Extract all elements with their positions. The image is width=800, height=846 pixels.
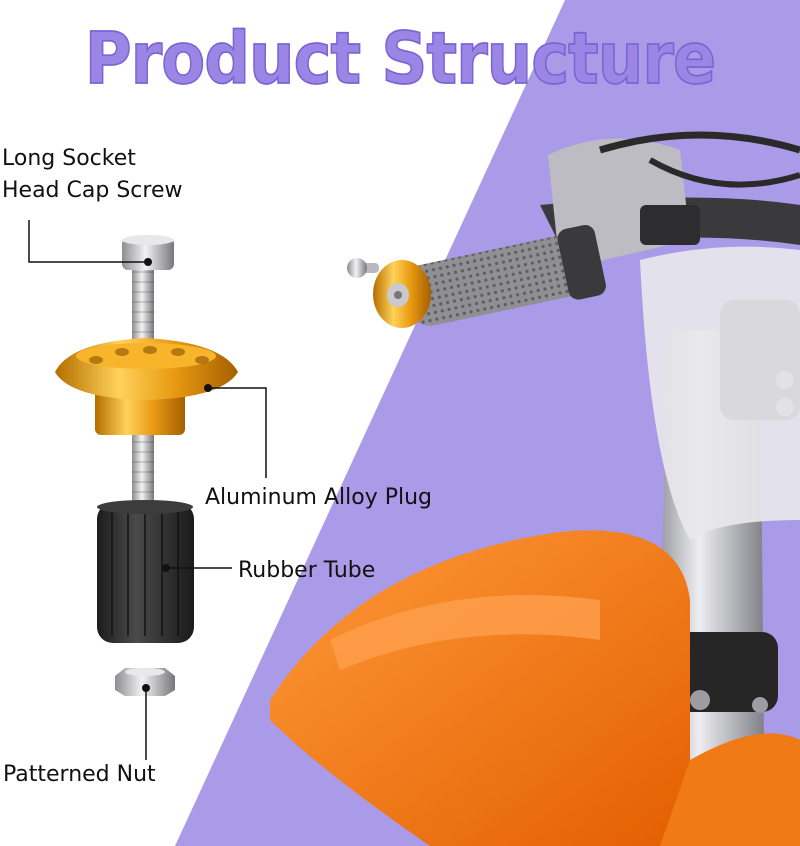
- patterned-nut: [115, 668, 175, 696]
- rubber-tube: [97, 500, 194, 643]
- orange-fender: [270, 530, 800, 846]
- aluminum-alloy-plug: [55, 338, 238, 435]
- page-title: Product Structure: [84, 17, 717, 102]
- label-screw-line1: Long Socket: [2, 146, 136, 171]
- leader-line-plug: [208, 387, 267, 478]
- leader-lines: [28, 220, 267, 760]
- number-plate: [640, 246, 800, 540]
- throttle-grip: [404, 224, 606, 326]
- label-screw-line2: Head Cap Screw: [2, 177, 183, 203]
- label-long-socket-head-cap-screw: Long Socket Head Cap Screw: [2, 143, 182, 207]
- label-aluminum-alloy-plug: Aluminum Alloy Plug: [205, 485, 432, 510]
- leader-dots: [142, 258, 212, 692]
- label-rubber-tube: Rubber Tube: [238, 558, 376, 583]
- label-patterned-nut: Patterned Nut: [3, 762, 156, 787]
- leader-line-screw: [28, 220, 148, 263]
- installed-bar-end-plug: [347, 258, 431, 328]
